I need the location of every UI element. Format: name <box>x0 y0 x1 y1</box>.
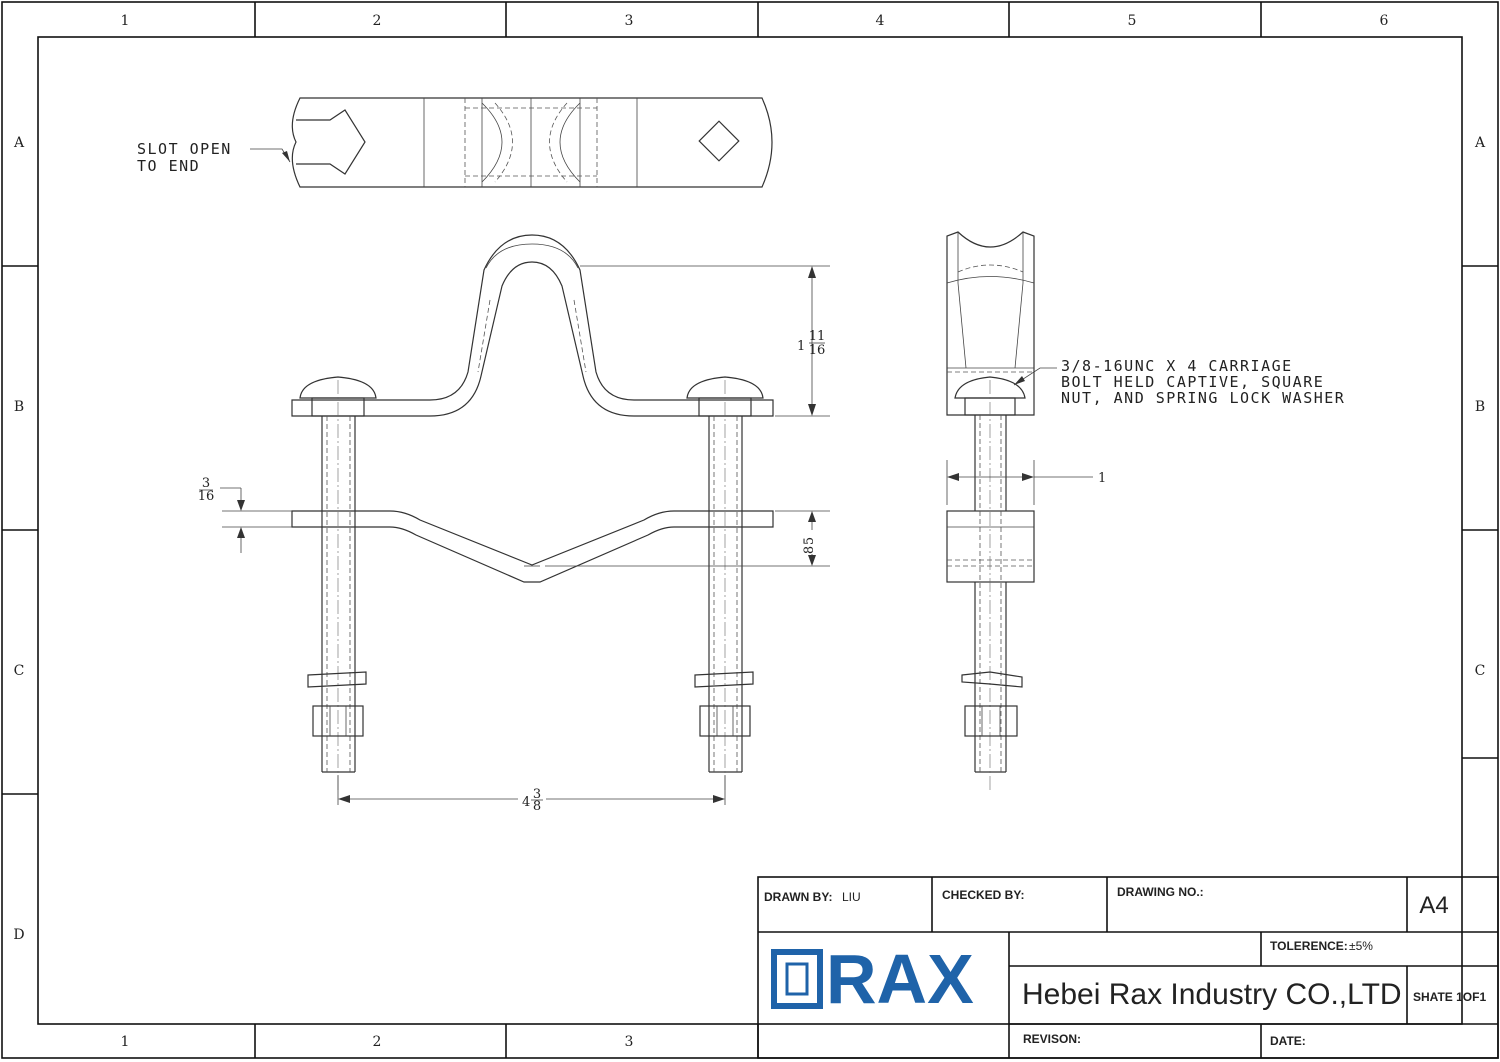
drawn-by-value: LIU <box>842 890 861 904</box>
sheet-number: SHATE 1OF1 <box>1413 990 1486 1004</box>
dim-height-num: 11 <box>809 329 826 344</box>
slot-note-line2: TO END <box>137 157 200 175</box>
column-labels-bottom: 1 2 3 <box>121 1034 634 1050</box>
bolt-note-line3: NUT, AND SPRING LOCK WASHER <box>1061 389 1345 407</box>
title-block: DRAWN BY: LIU CHECKED BY: DRAWING NO.: A… <box>757 876 1499 1059</box>
row-label: B <box>14 399 24 415</box>
col-label: 3 <box>625 1034 634 1050</box>
revision-label: REVISON: <box>1023 1032 1081 1046</box>
row-labels-right: A B C <box>1474 135 1486 679</box>
side-view-clamp <box>946 231 1035 790</box>
bolt-note-line2: BOLT HELD CAPTIVE, SQUARE <box>1061 373 1324 391</box>
row-label: D <box>13 927 24 943</box>
bolt-callout: 3/8-16UNC X 4 CARRIAGE BOLT HELD CAPTIVE… <box>1013 357 1345 407</box>
row-labels-left: A B C D <box>13 135 25 943</box>
row-label: C <box>1475 663 1486 679</box>
dim-height: 1 11 16 <box>580 265 830 417</box>
bolt-note-line1: 3/8-16UNC X 4 CARRIAGE <box>1061 357 1293 375</box>
col-label: 4 <box>876 13 885 29</box>
column-labels-top: 1 2 3 4 5 6 <box>121 13 1389 29</box>
checked-by-label: CHECKED BY: <box>942 888 1024 902</box>
dim-height-den: 16 <box>809 343 826 358</box>
row-label: A <box>13 135 25 151</box>
col-label: 3 <box>625 13 634 29</box>
dim-drop: 5 8 <box>545 510 830 567</box>
dim-side-width: 1 <box>946 460 1106 505</box>
inner-border <box>37 36 1463 1025</box>
logo-text: RAX <box>826 940 974 1018</box>
slot-note-line1: SLOT OPEN <box>137 140 232 158</box>
slot-callout: SLOT OPEN TO END <box>137 140 291 175</box>
date-label: DATE: <box>1270 1034 1306 1048</box>
row-label: C <box>14 663 25 679</box>
col-label: 6 <box>1380 13 1389 29</box>
tolerance-label: TOLERENCE: <box>1270 939 1348 953</box>
dim-width-num: 3 <box>533 787 541 802</box>
dim-width-whole: 4 <box>522 795 530 810</box>
col-label: 1 <box>121 1034 130 1050</box>
col-label: 5 <box>1128 13 1137 29</box>
dim-thick-den: 16 <box>198 489 215 504</box>
dim-thick-num: 3 <box>202 476 210 491</box>
dim-width: 4 3 8 <box>337 775 726 814</box>
drawing-no-label: DRAWING NO.: <box>1117 885 1204 899</box>
row-label: A <box>1474 135 1486 151</box>
front-view-clamp <box>291 234 774 790</box>
rax-logo: RAX <box>771 940 974 1018</box>
dim-height-whole: 1 <box>797 339 805 354</box>
drawn-by-label: DRAWN BY: <box>764 890 832 904</box>
sheet-size: A4 <box>1419 892 1448 919</box>
dim-side-width-value: 1 <box>1098 471 1106 486</box>
dim-width-den: 8 <box>533 799 541 814</box>
tolerance-value: ±5% <box>1349 939 1373 953</box>
row-dividers <box>2 265 1498 795</box>
square-hole <box>698 120 740 162</box>
col-label: 2 <box>373 1034 382 1050</box>
bottom-column-dividers <box>254 1024 759 1058</box>
company-name: Hebei Rax Industry CO.,LTD <box>1022 978 1402 1011</box>
dim-drop-den: 8 <box>802 546 817 554</box>
col-label: 2 <box>373 13 382 29</box>
top-view-strap <box>291 97 773 188</box>
top-column-dividers <box>254 2 1262 37</box>
row-label: B <box>1475 399 1485 415</box>
col-label: 1 <box>121 13 130 29</box>
dim-thickness: 3 16 <box>198 476 292 553</box>
dim-drop-num: 5 <box>802 537 817 545</box>
